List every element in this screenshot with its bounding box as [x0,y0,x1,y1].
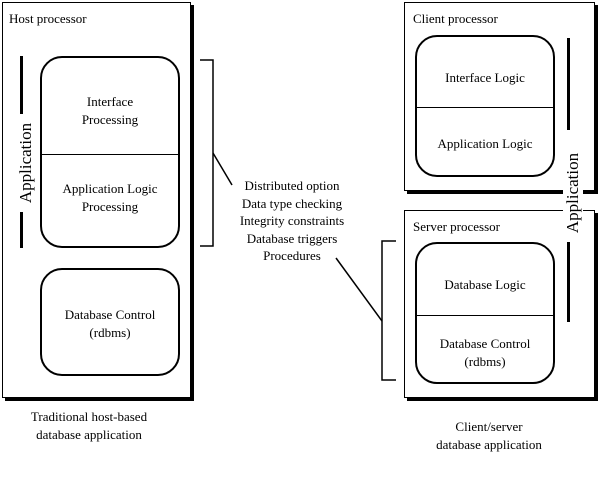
client-app-box: Interface Logic Application Logic [415,35,555,177]
host-app-box: Interface Processing Application Logic P… [40,56,180,248]
server-database-control-label: Database Control (rdbms) [439,336,531,369]
host-brace [200,59,214,247]
server-application-bar [567,240,570,322]
host-processor-title: Host processor [9,11,87,26]
interface-processing-label: Interface Processing [81,94,139,127]
options-list: Distributed option Data type checking In… [228,177,356,265]
server-brace [381,240,396,381]
option-item: Distributed option [244,178,340,193]
application-logic-label: Application Logic [437,136,533,151]
host-caption: Traditional host-based database applicat… [30,409,148,442]
client-processor-title: Client processor [413,11,498,26]
database-logic-label: Database Logic [444,277,526,292]
host-database-control-box: Database Control (rdbms) [40,268,180,376]
host-app-divider [42,154,178,155]
server-processor-title: Server processor [413,219,500,234]
interface-logic-label: Interface Logic [445,70,525,85]
server-db-box: Database Logic Database Control (rdbms) [415,242,555,384]
server-brace-pointer [335,257,383,322]
host-database-control-label: Database Control (rdbms) [64,307,156,340]
option-item: Database triggers [246,230,338,246]
client-app-divider [417,107,553,108]
option-item: Procedures [263,248,321,263]
client-application-bar [567,38,570,130]
option-item: Data type checking [241,195,343,211]
host-brace-pointer [212,152,233,186]
client-server-caption: Client/server database application [436,419,542,452]
server-db-divider [417,315,553,316]
option-item: Integrity constraints [239,213,345,228]
application-logic-processing-label: Application Logic Processing [62,181,158,214]
